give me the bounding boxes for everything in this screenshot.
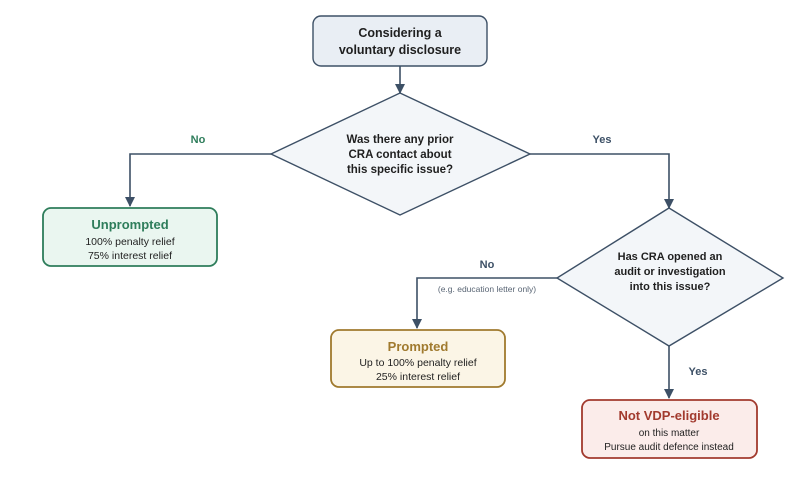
outcome-prompted-title: Prompted	[388, 339, 449, 354]
arrow-decision1-no	[125, 153, 271, 207]
outcome-unprompted-title: Unprompted	[91, 217, 168, 232]
decision-audit-opened-line-1: Has CRA opened an	[618, 251, 723, 263]
outcome-not-vdp-eligible: Not VDP-eligible on this matter Pursue a…	[581, 399, 758, 459]
outcome-prompted-line-2: 25% interest relief	[376, 371, 460, 383]
decision-prior-contact-line-1: Was there any prior	[347, 134, 454, 146]
outcome-not-vdp-eligible-line-2: Pursue audit defence instead	[604, 442, 734, 453]
decision-audit-opened-yes-label: Yes	[689, 366, 708, 378]
decision-audit-opened-line-2: audit or investigation	[614, 266, 726, 278]
arrow-decision2-no	[412, 277, 557, 329]
arrow-decision1-yes	[530, 153, 674, 209]
outcome-prompted: Prompted Up to 100% penalty relief 25% i…	[330, 329, 506, 388]
outcome-unprompted-line-2: 75% interest relief	[88, 250, 172, 262]
outcome-unprompted-line-1: 100% penalty relief	[85, 236, 174, 248]
outcome-not-vdp-eligible-line-1: on this matter	[639, 428, 700, 439]
decision-audit-opened-no-label: No	[480, 259, 495, 271]
outcome-not-vdp-eligible-title: Not VDP-eligible	[618, 408, 719, 423]
start-node-line-1: Considering a	[358, 26, 442, 40]
decision-audit-opened-no-note: (e.g. education letter only)	[438, 284, 536, 294]
outcome-prompted-line-1: Up to 100% penalty relief	[359, 357, 476, 369]
decision-prior-contact-line-3: this specific issue?	[347, 164, 453, 176]
decision-audit-opened-line-3: into this issue?	[630, 281, 711, 293]
decision-prior-contact-yes-label: Yes	[593, 134, 612, 146]
connectors	[125, 66, 674, 399]
decision-prior-contact-no-label: No	[191, 134, 206, 146]
decision-prior-contact: Was there any prior CRA contact about th…	[269, 92, 532, 216]
outcome-unprompted: Unprompted 100% penalty relief 75% inter…	[42, 207, 218, 267]
decision-prior-contact-line-2: CRA contact about	[348, 149, 451, 161]
start-node-line-2: voluntary disclosure	[339, 43, 461, 57]
start-node: Considering a voluntary disclosure	[312, 15, 488, 67]
decision-audit-opened: Has CRA opened an audit or investigation…	[555, 207, 785, 347]
